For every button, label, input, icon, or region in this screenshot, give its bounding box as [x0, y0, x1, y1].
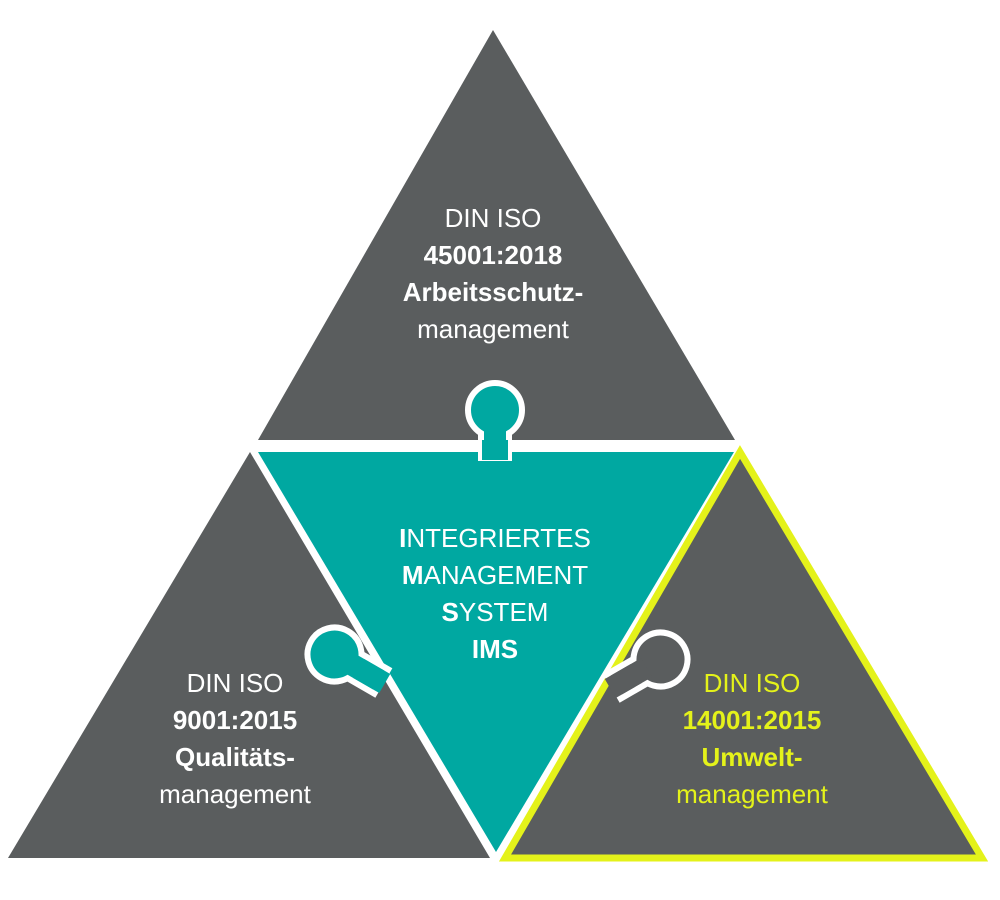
left-standard-number: 9001:2015	[172, 705, 298, 735]
left-triangle	[8, 452, 490, 858]
right-standard-number: 14001:2015	[682, 705, 822, 735]
right-puzzle-connector	[602, 629, 691, 703]
top-domain-suffix: management	[417, 314, 569, 344]
left-triangle-label: DIN ISO 9001:2015 Qualitäts- management	[135, 665, 335, 813]
center-acronym: IMS	[471, 634, 519, 664]
center-line-integriertes: INTEGRIERTES	[399, 523, 591, 553]
left-standard-prefix: DIN ISO	[186, 668, 284, 698]
center-line-system: SYSTEM	[441, 597, 549, 627]
right-domain-title: Umwelt-	[701, 742, 803, 772]
top-puzzle-connector	[465, 380, 525, 461]
center-triangle	[258, 452, 734, 852]
top-standard-prefix: DIN ISO	[444, 203, 542, 233]
top-triangle-label: DIN ISO 45001:2018 Arbeitsschutz- manage…	[393, 200, 593, 348]
right-triangle-label: DIN ISO 14001:2015 Umwelt- management	[652, 665, 852, 813]
top-standard-number: 45001:2018	[423, 240, 563, 270]
center-line-management: MANAGEMENT	[401, 560, 589, 590]
right-standard-prefix: DIN ISO	[703, 668, 801, 698]
right-domain-suffix: management	[676, 779, 828, 809]
left-domain-suffix: management	[159, 779, 311, 809]
right-triangle	[498, 445, 989, 862]
left-puzzle-connector	[304, 624, 393, 698]
top-domain-title: Arbeitsschutz-	[402, 277, 584, 307]
left-domain-title: Qualitäts-	[175, 742, 295, 772]
center-triangle-label: INTEGRIERTES MANAGEMENT SYSTEM IMS	[380, 520, 610, 668]
top-triangle	[258, 30, 735, 440]
